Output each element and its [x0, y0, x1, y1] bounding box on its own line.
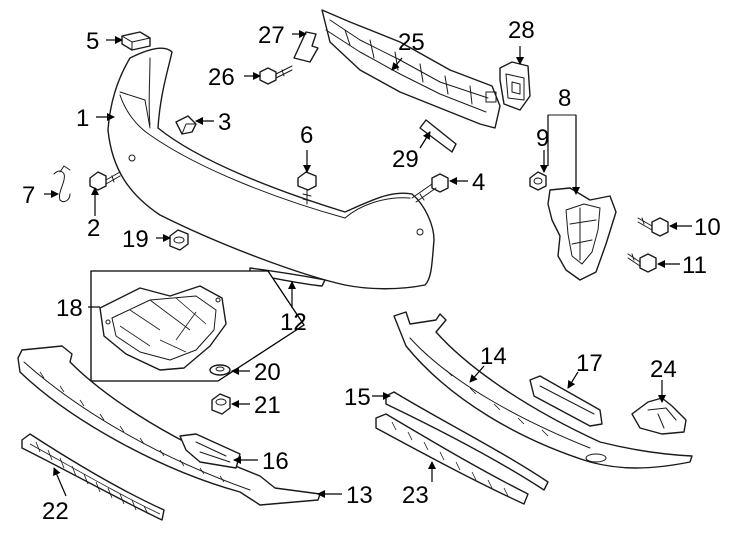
push-nut-part-19	[169, 229, 189, 251]
bolt-part-4	[411, 173, 449, 203]
callout-9: 9	[536, 125, 549, 152]
callout-24: 24	[650, 356, 677, 383]
bolt-part-26	[259, 65, 293, 85]
bolt-part-11	[627, 253, 657, 273]
side-bracket-part-8	[547, 187, 617, 281]
callout-5: 5	[86, 28, 99, 55]
rod-part-29	[419, 119, 457, 153]
callout-21: 21	[254, 392, 281, 419]
callout-15: 15	[344, 384, 371, 411]
nut-part-21	[211, 393, 231, 415]
leader-lines	[44, 30, 692, 498]
push-clip-part-3	[175, 115, 197, 135]
rear-valance-part-14	[393, 311, 693, 469]
callout-23: 23	[402, 482, 429, 509]
callout-26: 26	[208, 64, 235, 91]
callout-3: 3	[218, 109, 231, 136]
callout-1: 1	[76, 105, 89, 132]
callout-16: 16	[262, 448, 289, 475]
callout-6: 6	[300, 122, 313, 149]
reinforcement-beam-part-25	[321, 9, 501, 129]
callout-20: 20	[254, 359, 281, 386]
nut-part-9	[529, 171, 547, 191]
callout-7: 7	[22, 182, 35, 209]
trim-strip-part-15	[385, 391, 549, 491]
bracket-part-27	[293, 31, 319, 63]
inset-frame-part-18	[90, 270, 305, 382]
wire-clip-part-7	[53, 165, 71, 203]
bumper-cover	[107, 47, 435, 290]
callout-12: 12	[280, 309, 307, 336]
callout-2: 2	[87, 215, 100, 242]
washer-part-20	[209, 364, 231, 376]
callout-14: 14	[480, 343, 507, 370]
callout-13: 13	[346, 482, 373, 509]
bracket-part-16	[179, 433, 241, 469]
callout-28: 28	[508, 17, 535, 44]
callout-27: 27	[258, 22, 285, 49]
callout-4: 4	[472, 169, 485, 196]
callout-10: 10	[694, 214, 721, 241]
callout-17: 17	[576, 350, 603, 377]
callout-29: 29	[392, 146, 419, 173]
callout-18: 18	[56, 295, 83, 322]
callout-labels: 1 2 3 4 5 6 7 8 9 10 11 12 13 14 15 16 1…	[22, 17, 721, 525]
callout-22: 22	[42, 498, 69, 525]
lower-valance-part-13	[17, 345, 321, 506]
bracket-part-24	[631, 397, 687, 435]
grille-strip-part-23	[375, 413, 529, 505]
reflector-bracket-part-17	[529, 375, 603, 427]
grille-strip-part-22	[21, 433, 165, 521]
bracket-part-28	[499, 61, 531, 111]
bolt-part-6	[297, 171, 317, 205]
callout-11: 11	[682, 252, 707, 279]
callout-19: 19	[122, 226, 149, 253]
clip-part-5	[121, 31, 151, 51]
callout-25: 25	[398, 29, 425, 56]
bolt-part-2	[89, 171, 121, 191]
callout-8: 8	[558, 85, 571, 112]
bolt-part-10	[637, 217, 669, 237]
